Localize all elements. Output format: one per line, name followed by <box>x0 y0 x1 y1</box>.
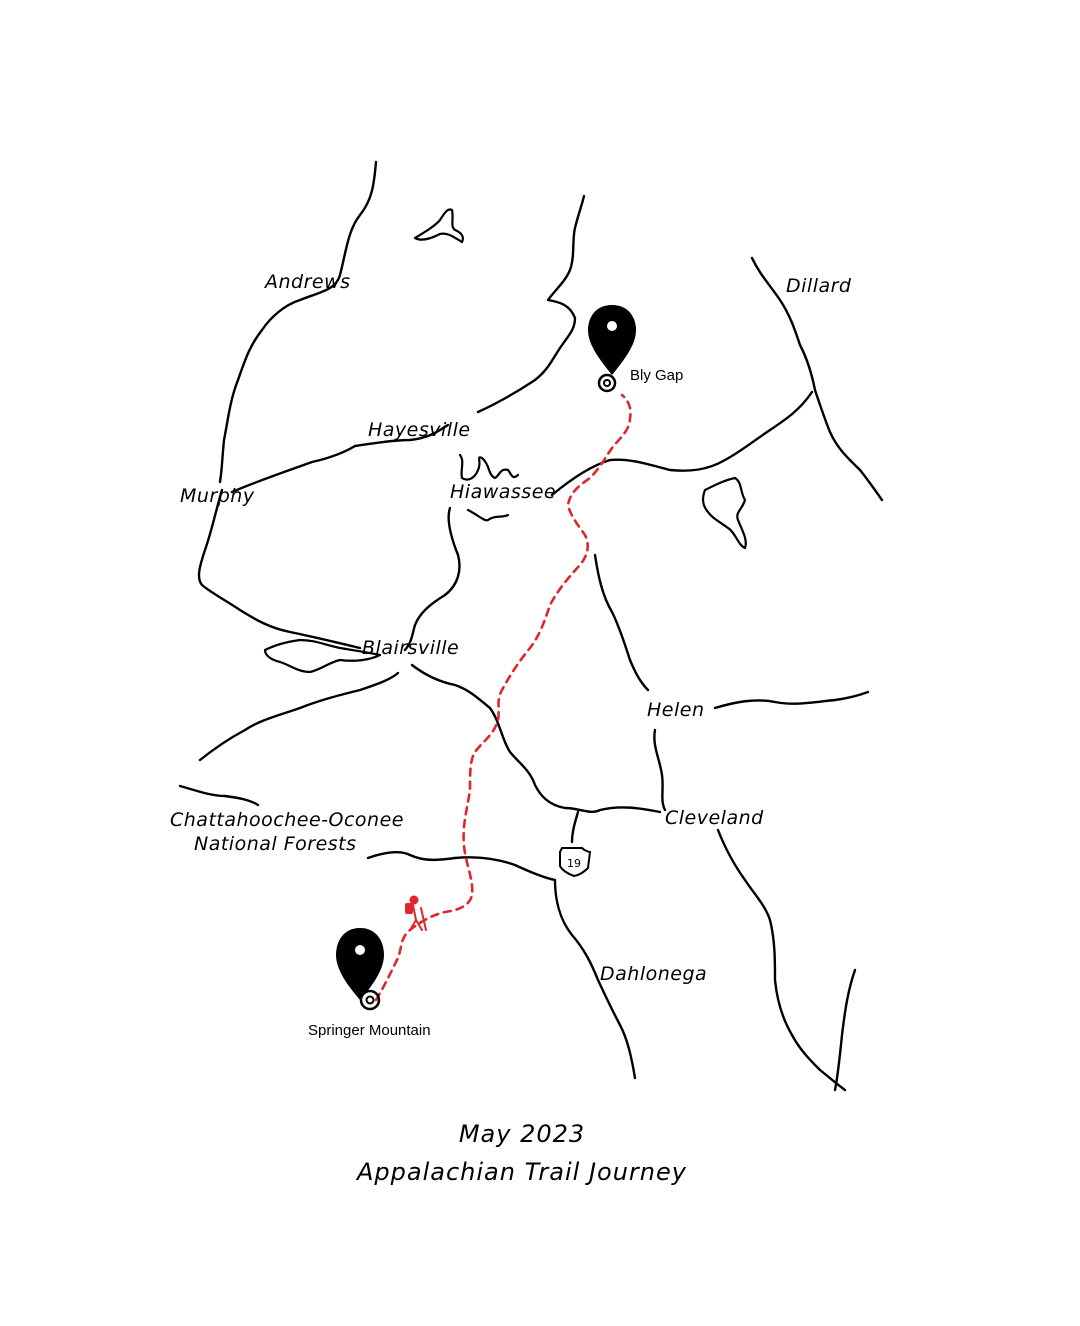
town-label-helen: Helen <box>647 699 705 721</box>
hiker-icon <box>405 895 427 931</box>
forest-label-line2: National Forests <box>194 833 357 855</box>
map-pin-icon[interactable] <box>336 928 384 1011</box>
appalachian-trail-route <box>374 393 632 1002</box>
lake-chatuge-south <box>466 508 510 522</box>
route-shield-number: 19 <box>567 857 581 870</box>
lake-chatuge <box>458 453 520 481</box>
town-label-dillard: Dillard <box>786 275 852 297</box>
road-east-curve <box>833 968 857 1092</box>
road-andrews-murphy-west <box>197 488 362 650</box>
roads <box>178 160 884 1092</box>
town-label-hayesville: Hayesville <box>368 419 471 441</box>
road-hayesville-bly <box>476 194 586 414</box>
road-north-helen <box>593 553 650 692</box>
town-label-cleveland: Cleveland <box>665 807 764 829</box>
road-hiawassee-east <box>550 390 814 497</box>
town-label-hiawassee: Hiawassee <box>450 481 556 503</box>
route-shield-icon: 19 <box>559 847 592 878</box>
road-helen-cleveland <box>653 728 667 812</box>
end-marker-label: Bly Gap <box>630 367 683 384</box>
town-label-dahlonega: Dahlonega <box>600 963 707 985</box>
road-north-andrews <box>218 160 378 484</box>
start-marker-label: Springer Mountain <box>308 1022 431 1039</box>
road-forest-west <box>178 784 260 807</box>
road-cleveland-south <box>716 828 847 1092</box>
lake-north <box>413 208 464 244</box>
town-label-blairsville: Blairsville <box>362 637 459 659</box>
road-murphy-hayesville <box>230 423 450 494</box>
road-hiawassee-blairsville <box>403 506 461 652</box>
town-label-murphy: Murphy <box>180 485 255 507</box>
road-blairsville-east <box>410 663 662 814</box>
caption-title: Appalachian Trail Journey <box>355 1158 687 1186</box>
road-dahlonega-south <box>553 878 637 1080</box>
town-label-andrews: Andrews <box>263 271 351 293</box>
water-bodies <box>263 208 747 674</box>
map-pin-icon[interactable] <box>588 305 636 393</box>
road-blairsville-sw <box>198 671 400 762</box>
road-dillard-south <box>750 256 884 502</box>
road-19-north <box>570 810 580 844</box>
road-helen-east <box>713 690 870 710</box>
road-forest-east <box>366 850 557 882</box>
forest-trees <box>174 251 780 884</box>
lake-nottely <box>263 638 382 674</box>
forest-label-line1: Chattahoochee-Oconee <box>170 809 404 831</box>
caption-date: May 2023 <box>459 1120 585 1148</box>
lake-burton <box>701 476 747 550</box>
